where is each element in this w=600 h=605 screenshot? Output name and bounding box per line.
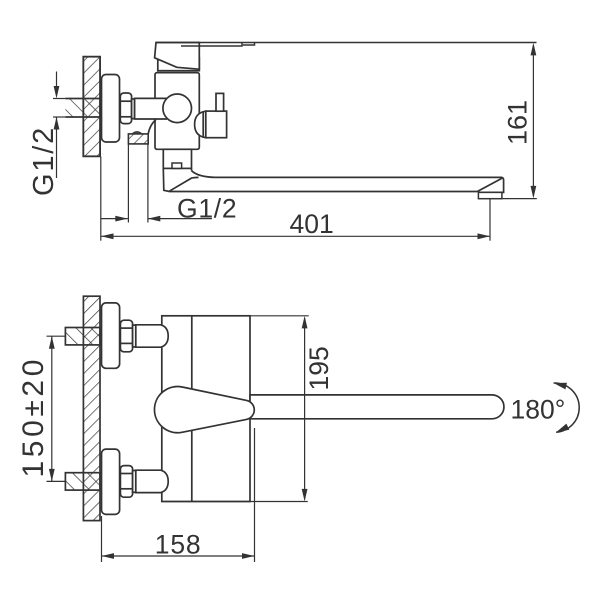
svg-text:161: 161 — [503, 100, 533, 145]
svg-text:180°: 180° — [511, 395, 566, 425]
svg-text:401: 401 — [290, 209, 334, 239]
svg-text:195: 195 — [304, 346, 334, 390]
svg-text:150±20: 150±20 — [17, 356, 50, 478]
svg-text:158: 158 — [155, 529, 202, 559]
svg-text:G1/2: G1/2 — [177, 194, 237, 224]
svg-text:G1/2: G1/2 — [28, 126, 60, 196]
